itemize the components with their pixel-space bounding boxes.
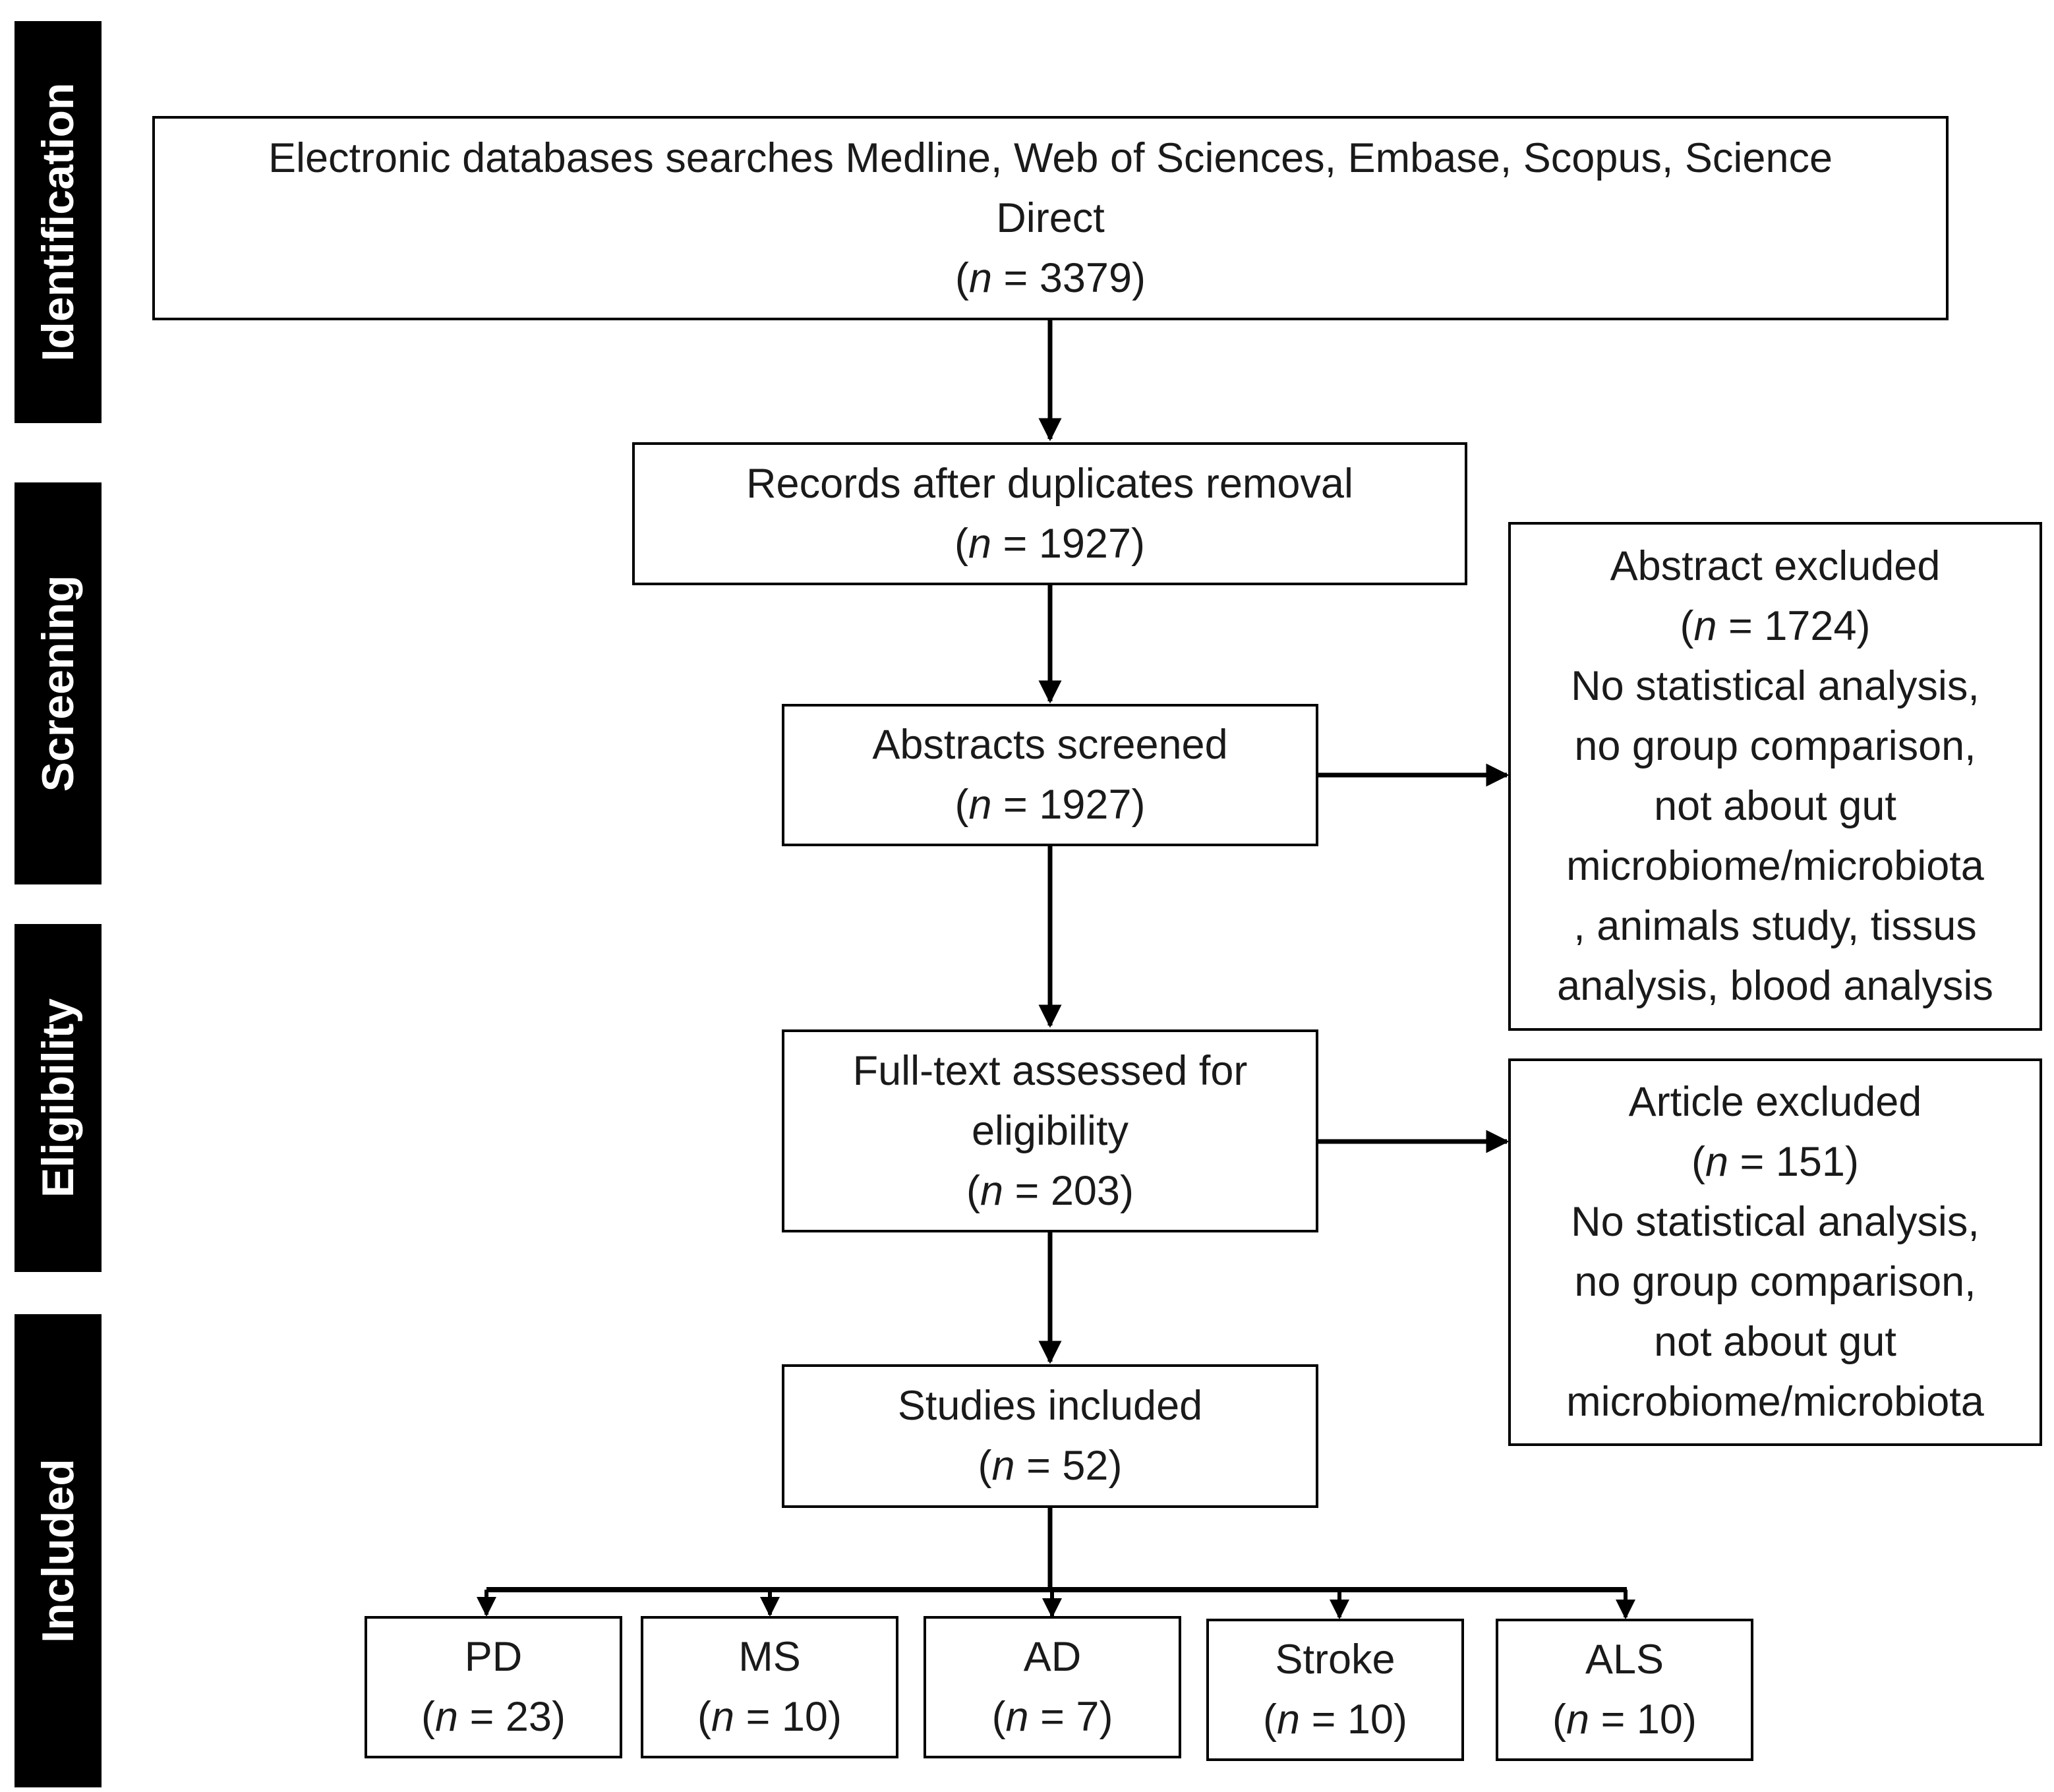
outcome-count: (n = 23) <box>421 1694 566 1740</box>
outcome-label: AD <box>1023 1634 1082 1680</box>
article-excluded-reason-2: no group comparison, <box>1574 1259 1976 1305</box>
count-value: 10 <box>1636 1696 1683 1743</box>
box-outcome-als: ALS (n = 10) <box>1496 1619 1753 1761</box>
equals-sign: = <box>1300 1696 1347 1743</box>
stage-bar-eligibility: Eligibility <box>15 924 102 1272</box>
count-value: 1927 <box>1039 782 1132 828</box>
box-abstract-excluded-count: (n = 1724) <box>1680 603 1871 649</box>
box-database-search-count: (n = 3379) <box>955 254 1146 301</box>
box-studies-included: Studies included (n = 52) <box>782 1364 1318 1508</box>
equals-sign: = <box>1717 603 1765 649</box>
n-symbol: n <box>1005 1694 1029 1740</box>
count-value: 7 <box>1076 1694 1100 1740</box>
count-value: 151 <box>1775 1139 1845 1185</box>
box-database-search-line-1: Electronic databases searches Medline, W… <box>268 134 1833 181</box>
box-fulltext-assessed-line-1: Full-text assessed for <box>852 1047 1248 1094</box>
box-abstract-excluded-title: Abstract excluded <box>1610 543 1941 589</box>
outcome-count: (n = 7) <box>991 1694 1113 1740</box>
n-symbol: n <box>435 1694 459 1740</box>
box-database-search-line-2: Direct <box>996 194 1105 241</box>
box-abstract-excluded: Abstract excluded (n = 1724) No statisti… <box>1508 522 2042 1031</box>
abstract-excluded-reason-6: analysis, blood analysis <box>1557 963 1993 1009</box>
box-duplicates-removed-count: (n = 1927) <box>954 520 1145 567</box>
box-outcome-ad: AD (n = 7) <box>924 1616 1181 1758</box>
abstract-excluded-reason-2: no group comparison, <box>1574 723 1976 769</box>
equals-sign: = <box>991 520 1039 567</box>
equals-sign: = <box>991 782 1040 828</box>
count-value: 23 <box>505 1694 552 1740</box>
box-studies-included-line-1: Studies included <box>897 1383 1203 1429</box>
n-symbol: n <box>1705 1139 1729 1185</box>
count-value: 10 <box>1347 1696 1394 1743</box>
stage-bar-identification: Identification <box>15 21 102 423</box>
equals-sign: = <box>458 1694 506 1740</box>
box-fulltext-assessed-count: (n = 203) <box>966 1167 1134 1214</box>
outcome-label: Stroke <box>1275 1636 1395 1683</box>
n-symbol: n <box>991 1443 1015 1489</box>
count-value: 10 <box>781 1694 828 1740</box>
equals-sign: = <box>1014 1443 1063 1489</box>
box-abstracts-screened: Abstracts screened (n = 1927) <box>782 704 1318 846</box>
box-outcome-pd: PD (n = 23) <box>365 1616 622 1758</box>
n-symbol: n <box>1693 603 1717 649</box>
equals-sign: = <box>1028 1694 1076 1740</box>
abstract-excluded-reason-5: , animals study, tissus <box>1573 903 1977 949</box>
box-article-excluded-count: (n = 151) <box>1691 1139 1859 1185</box>
box-outcome-stroke: Stroke (n = 10) <box>1206 1619 1464 1761</box>
outcome-label: ALS <box>1585 1636 1664 1683</box>
box-article-excluded: Article excluded (n = 151) No statistica… <box>1508 1058 2042 1446</box>
count-value: 1724 <box>1764 603 1857 649</box>
count-value: 52 <box>1062 1443 1109 1489</box>
article-excluded-reason-1: No statistical analysis, <box>1571 1199 1980 1245</box>
n-symbol: n <box>711 1694 735 1740</box>
box-abstracts-screened-count: (n = 1927) <box>954 782 1146 828</box>
box-article-excluded-title: Article excluded <box>1628 1079 1922 1125</box>
article-excluded-reason-4: microbiome/microbiota <box>1566 1379 1984 1425</box>
outcome-count: (n = 10) <box>1552 1696 1697 1743</box>
box-fulltext-assessed: Full-text assessed for eligibility (n = … <box>782 1029 1318 1232</box>
equals-sign: = <box>1728 1139 1776 1185</box>
stage-bar-screening: Screening <box>15 482 102 884</box>
box-database-search: Electronic databases searches Medline, W… <box>152 116 1949 320</box>
abstract-excluded-reason-4: microbiome/microbiota <box>1566 843 1984 889</box>
abstract-excluded-reason-3: not about gut <box>1654 783 1896 829</box>
box-abstracts-screened-line-1: Abstracts screened <box>872 722 1228 768</box>
equals-sign: = <box>1003 1167 1051 1214</box>
equals-sign: = <box>734 1694 782 1740</box>
abstract-excluded-reason-1: No statistical analysis, <box>1571 663 1980 709</box>
count-value: 1927 <box>1038 520 1131 567</box>
equals-sign: = <box>1589 1696 1637 1743</box>
n-symbol: n <box>968 520 992 567</box>
stage-bar-included: Included <box>15 1314 102 1787</box>
box-fulltext-assessed-line-2: eligibility <box>971 1107 1129 1154</box>
outcome-label: PD <box>464 1634 523 1680</box>
outcome-count: (n = 10) <box>697 1694 842 1740</box>
box-duplicates-removed: Records after duplicates removal (n = 19… <box>632 442 1467 585</box>
n-symbol: n <box>968 782 992 828</box>
equals-sign: = <box>992 254 1040 301</box>
box-studies-included-count: (n = 52) <box>978 1443 1123 1489</box>
box-outcome-ms: MS (n = 10) <box>641 1616 898 1758</box>
box-duplicates-removed-line-1: Records after duplicates removal <box>746 460 1353 507</box>
count-value: 203 <box>1050 1167 1120 1214</box>
count-value: 3379 <box>1039 254 1132 301</box>
n-symbol: n <box>980 1167 1004 1214</box>
outcome-count: (n = 10) <box>1263 1696 1407 1743</box>
article-excluded-reason-3: not about gut <box>1654 1319 1896 1365</box>
n-symbol: n <box>968 254 993 301</box>
outcome-label: MS <box>738 1634 801 1680</box>
n-symbol: n <box>1277 1696 1301 1743</box>
n-symbol: n <box>1566 1696 1590 1743</box>
